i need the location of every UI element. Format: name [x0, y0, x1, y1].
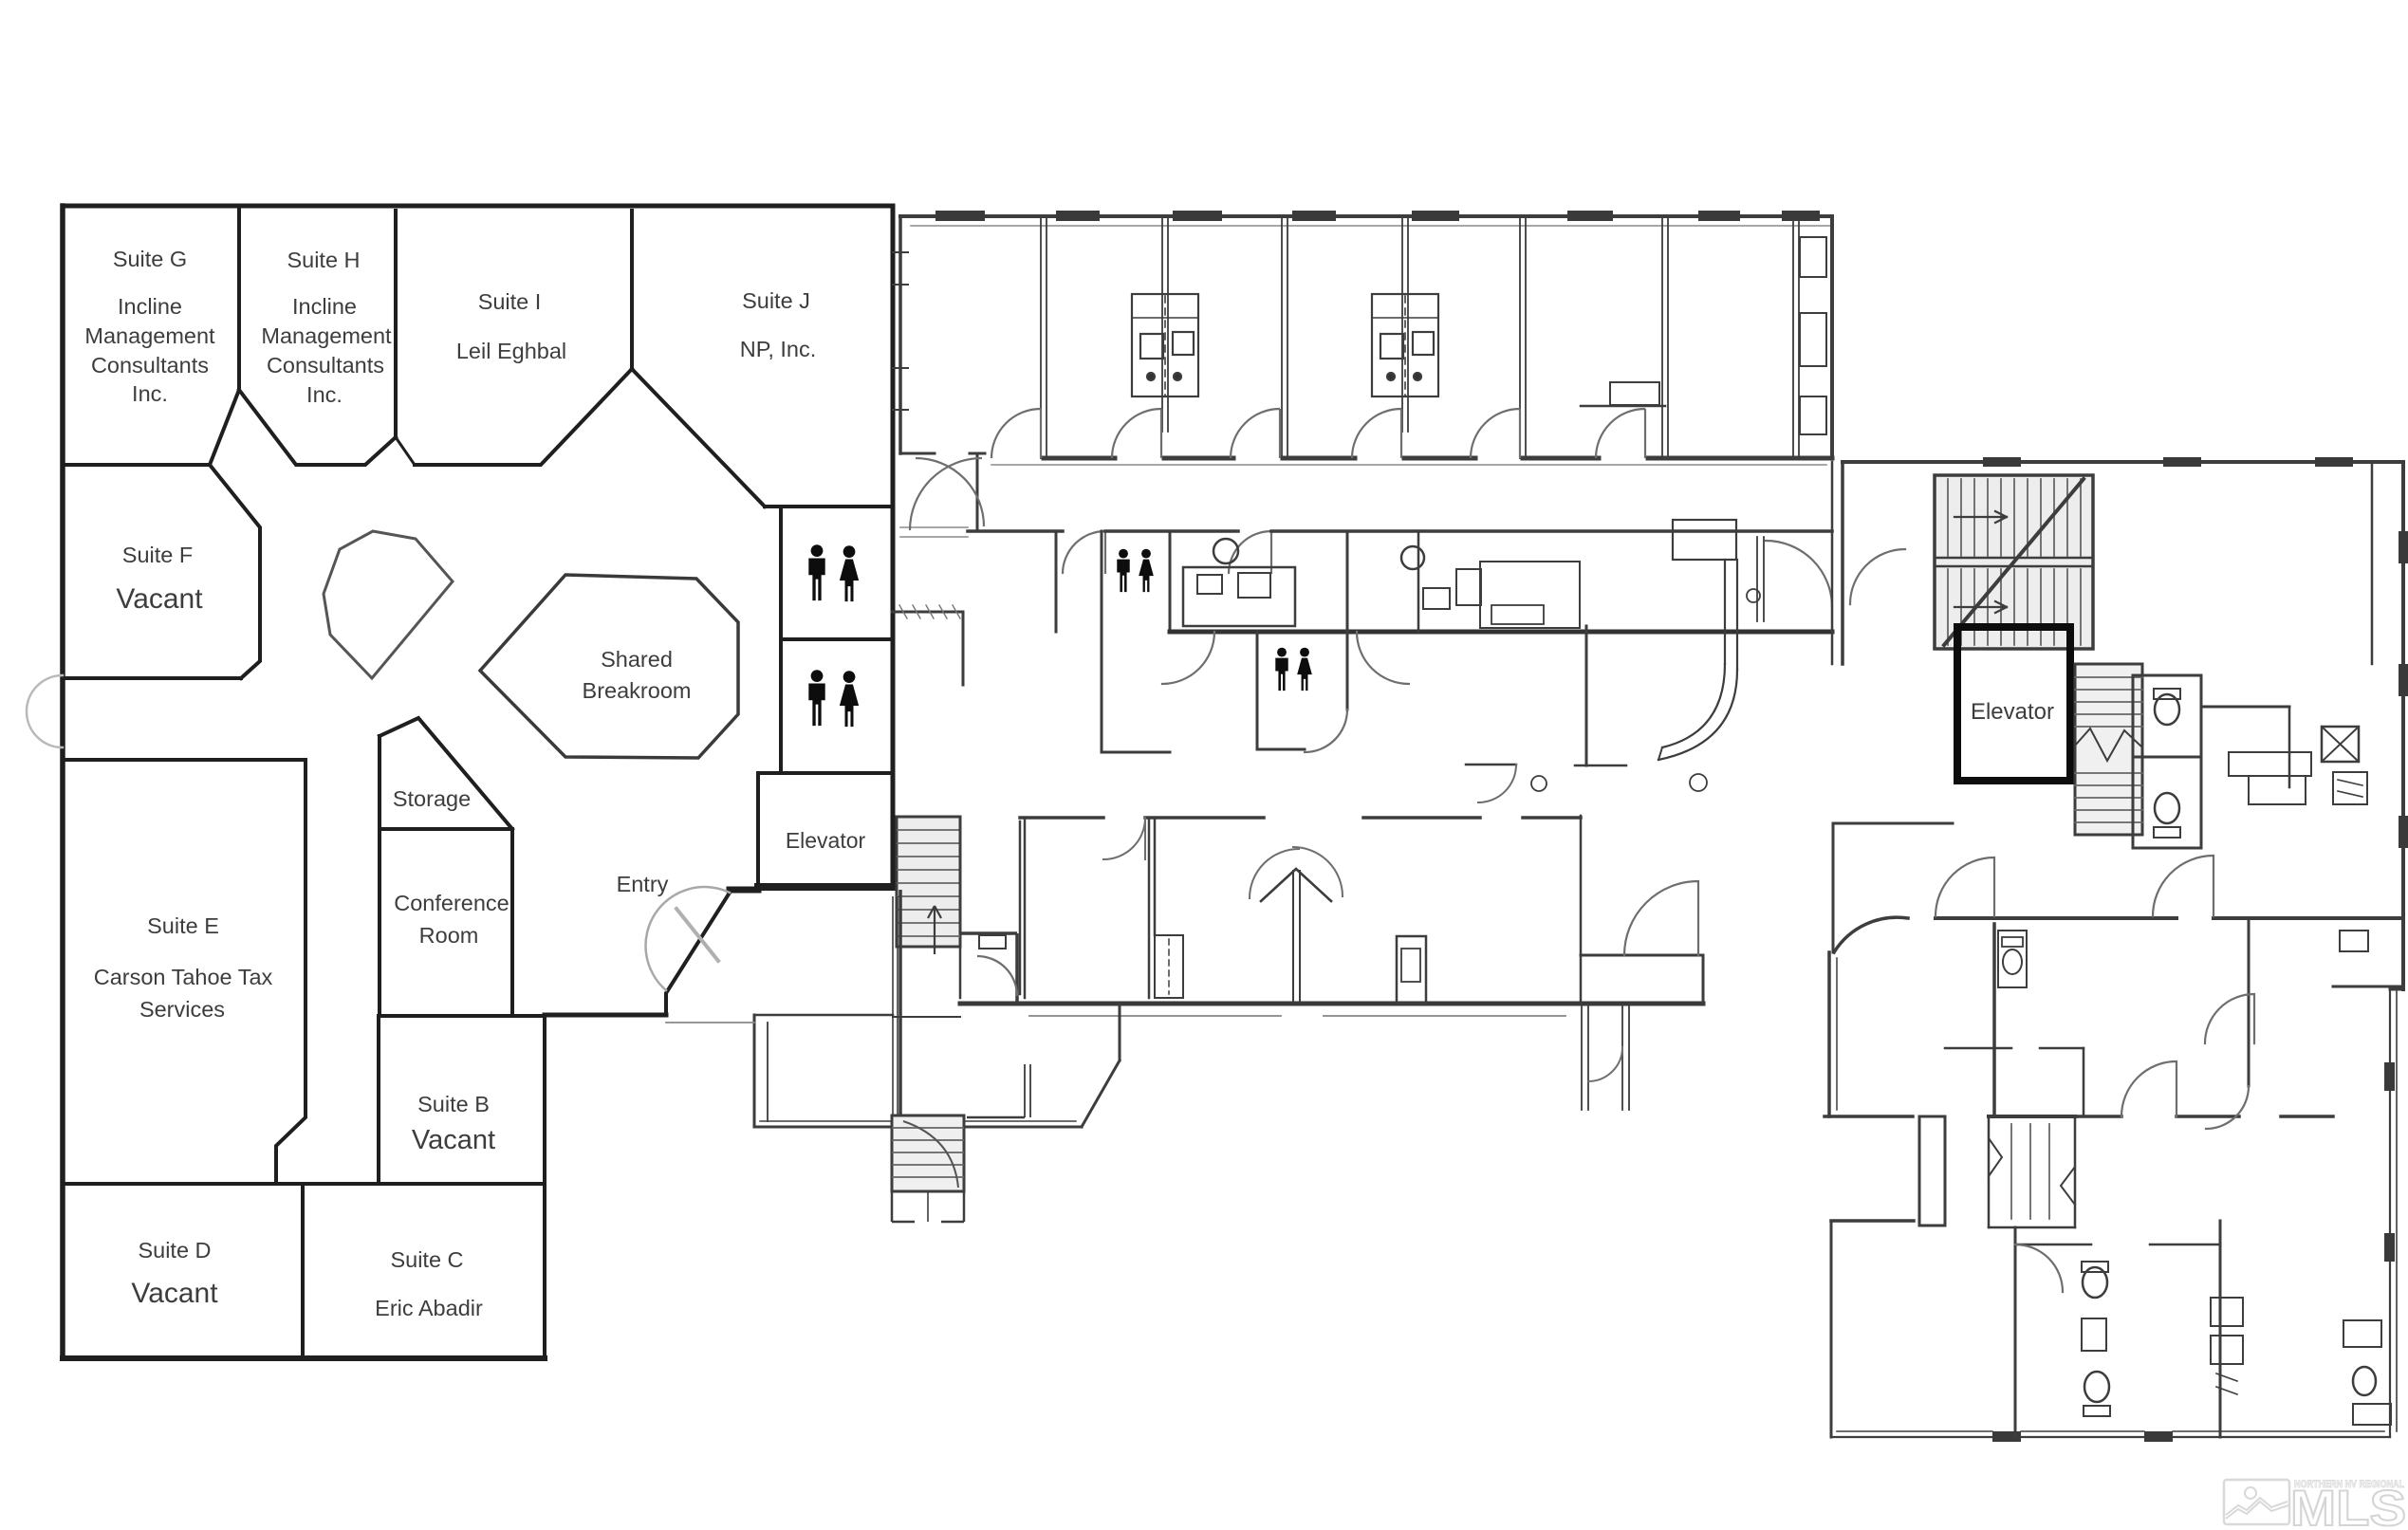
svg-text:Leil Eghbal: Leil Eghbal	[456, 339, 566, 363]
svg-text:Entry: Entry	[617, 872, 669, 896]
svg-text:Vacant: Vacant	[131, 1278, 218, 1309]
svg-text:Suite J: Suite J	[742, 288, 810, 313]
svg-text:Room: Room	[419, 923, 479, 948]
svg-text:Storage: Storage	[393, 786, 471, 811]
svg-text:Suite E: Suite E	[147, 913, 219, 938]
svg-text:Suite I: Suite I	[478, 289, 542, 314]
svg-text:Shared: Shared	[601, 647, 673, 672]
svg-text:MLS: MLS	[2290, 1481, 2406, 1530]
svg-text:Incline: Incline	[118, 294, 182, 319]
svg-text:Elevator: Elevator	[786, 828, 866, 853]
svg-text:Vacant: Vacant	[412, 1125, 495, 1155]
svg-text:Management: Management	[84, 323, 215, 348]
svg-text:Inc.: Inc.	[306, 382, 343, 407]
svg-text:Suite D: Suite D	[138, 1238, 211, 1263]
svg-text:Eric Abadir: Eric Abadir	[375, 1296, 483, 1320]
svg-text:NORTHERN NV REGIONAL: NORTHERN NV REGIONAL	[2294, 1479, 2404, 1490]
svg-text:Services: Services	[139, 997, 225, 1022]
svg-text:Carson Tahoe Tax: Carson Tahoe Tax	[94, 965, 273, 989]
svg-text:Suite B: Suite B	[417, 1092, 490, 1116]
svg-text:Suite C: Suite C	[390, 1247, 463, 1272]
svg-text:Suite G: Suite G	[113, 247, 187, 271]
svg-text:Suite H: Suite H	[287, 248, 360, 272]
svg-text:Suite F: Suite F	[122, 543, 193, 567]
svg-text:Consultants: Consultants	[267, 353, 384, 378]
svg-text:Inc.: Inc.	[132, 381, 168, 406]
svg-text:NP, Inc.: NP, Inc.	[740, 337, 817, 361]
svg-text:Management: Management	[261, 323, 392, 348]
svg-text:Vacant: Vacant	[116, 583, 203, 615]
svg-text:Consultants: Consultants	[91, 353, 209, 378]
svg-text:Incline: Incline	[292, 294, 357, 319]
svg-text:Conference: Conference	[394, 891, 509, 915]
svg-text:Breakroom: Breakroom	[583, 678, 692, 703]
svg-text:Elevator: Elevator	[1971, 699, 2054, 725]
